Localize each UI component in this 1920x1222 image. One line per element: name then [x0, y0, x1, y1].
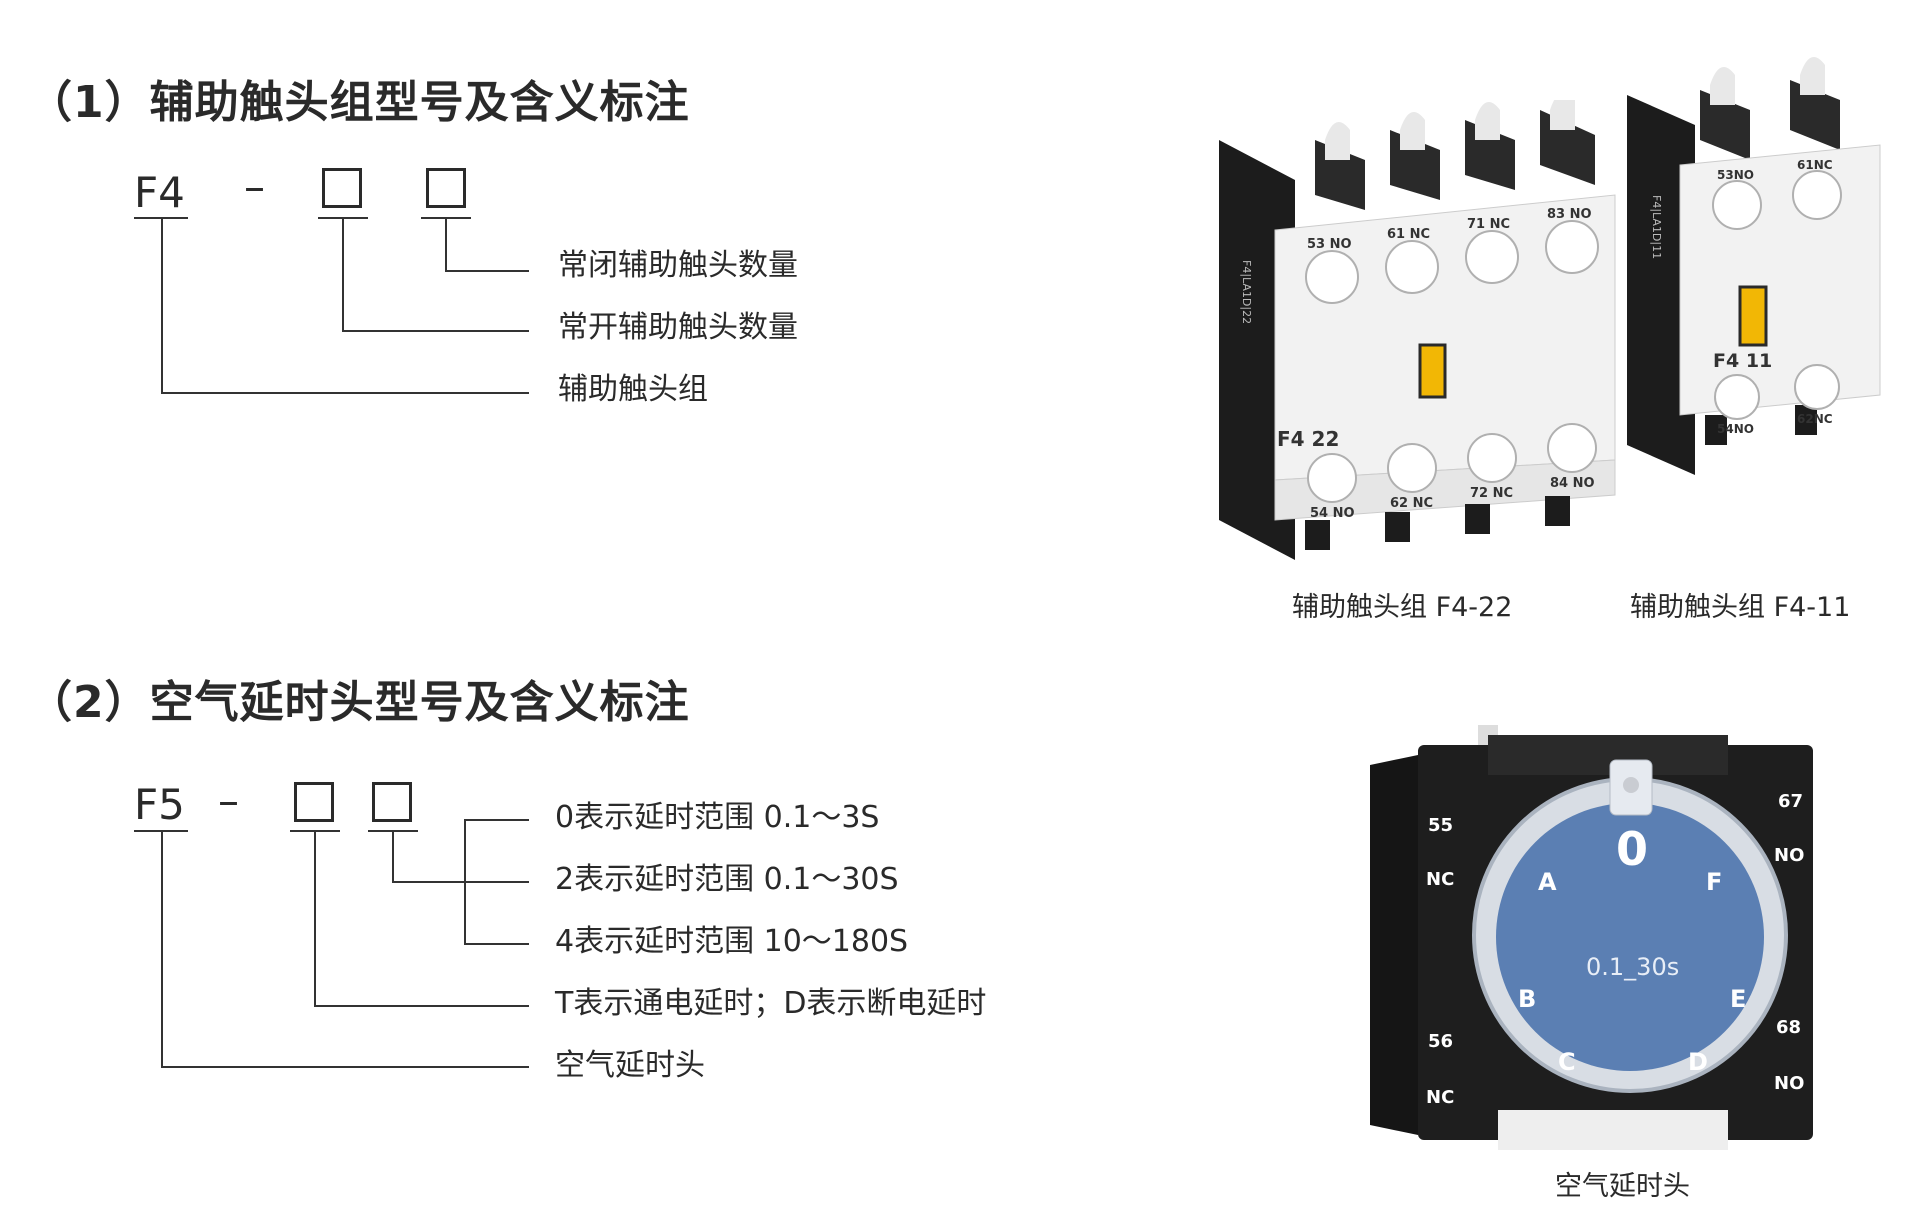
dial-mark: C: [1558, 1048, 1576, 1076]
connector-line: [161, 217, 163, 394]
f4-11-bottom-terminal: 54NO: [1717, 422, 1754, 436]
dial-mark: A: [1538, 868, 1557, 896]
caption-f4-11: 辅助触头组 F4-11: [1630, 592, 1851, 623]
f4-dash: –: [244, 162, 265, 211]
air-timer-product-image: 0 A F B E C D 0.1_30s 55 NC 67 NO 56 NC …: [1370, 725, 1813, 1150]
dial-mark: E: [1730, 985, 1746, 1013]
f5-desc-range-4: 4表示延时范围 10～180S: [555, 924, 909, 959]
f4-22-top-terminal: 53 NO: [1307, 237, 1352, 252]
f5-desc-range-0: 0表示延时范围 0.1～3S: [555, 800, 880, 835]
f4-22-bottom-terminal: 62 NC: [1390, 496, 1433, 511]
f4-11-bottom-terminal: 62NC: [1797, 412, 1833, 426]
connector-line: [314, 830, 316, 1007]
f4-box-1: [322, 168, 362, 208]
terminal-label: 56: [1428, 1031, 1453, 1052]
terminal-label: 68: [1776, 1017, 1801, 1038]
f4-11-model-label: F4 11: [1713, 350, 1772, 372]
bracket-line: [464, 819, 466, 945]
dial-mark: 0: [1616, 822, 1648, 876]
f4-22-top-terminal: 61 NC: [1387, 227, 1430, 242]
connector-line: [314, 1005, 529, 1007]
f4-11-top-terminal: 53NO: [1717, 168, 1754, 182]
f4-desc-group: 辅助触头组: [558, 372, 708, 407]
f4-11-side-label: F4|LA1D|11: [1650, 195, 1663, 259]
bracket-line: [464, 943, 529, 945]
f4-22-model-label: F4 22: [1277, 427, 1339, 451]
f4-22-bottom-terminal: 84 NO: [1550, 476, 1595, 491]
f5-desc-air-timer: 空气延时头: [555, 1048, 705, 1083]
connector-line: [445, 270, 529, 272]
f4-desc-no-count: 常开辅助触头数量: [558, 310, 798, 345]
f4-22-top-terminal: 71 NC: [1467, 217, 1510, 232]
f4-11-product-image: 53NO 61NC 54NO 62NC F4 11 F4|LA1D|11: [1627, 57, 1881, 475]
f4-22-bottom-terminal: 72 NC: [1470, 486, 1513, 501]
connector-line: [161, 392, 529, 394]
section1-heading: （1）辅助触头组型号及含义标注: [28, 77, 690, 128]
dial-mark: B: [1518, 985, 1536, 1013]
f4-22-product-image: 53 NO 61 NC 71 NC 83 NO 54 NO 62 NC 72 N…: [1219, 100, 1616, 560]
terminal-label: NC: [1426, 869, 1454, 890]
f4-22-bottom-terminal: 54 NO: [1310, 506, 1355, 521]
connector-line: [342, 330, 529, 332]
terminal-label: 67: [1778, 791, 1803, 812]
f5-box-2: [372, 782, 412, 822]
connector-line: [342, 217, 344, 332]
caption-f4-22: 辅助触头组 F4-22: [1292, 592, 1513, 623]
f4-22-side-label: F4|LA1D|22: [1240, 260, 1253, 324]
terminal-label: 55: [1428, 815, 1453, 836]
f4-22-top-terminal: 83 NO: [1547, 207, 1592, 222]
caption-air-timer: 空气延时头: [1555, 1171, 1690, 1202]
f4-box-2: [426, 168, 466, 208]
dial-mark: F: [1706, 868, 1722, 896]
connector-line: [392, 881, 529, 883]
connector-line: [392, 830, 394, 883]
dial-mark: D: [1688, 1048, 1708, 1076]
f5-model-prefix: F5: [134, 780, 185, 829]
f4-model-prefix: F4: [134, 168, 185, 217]
dial-range-label: 0.1_30s: [1586, 953, 1679, 981]
bracket-line: [464, 819, 529, 821]
connector-line: [445, 217, 447, 272]
f4-11-top-terminal: 61NC: [1797, 158, 1833, 172]
connector-line: [161, 830, 163, 1068]
f5-dash: –: [218, 776, 239, 825]
f5-desc-range-2: 2表示延时范围 0.1～30S: [555, 862, 899, 897]
terminal-label: NC: [1426, 1087, 1454, 1108]
connector-line: [161, 1066, 529, 1068]
terminal-label: NO: [1774, 1073, 1804, 1094]
f5-box-1: [294, 782, 334, 822]
f5-desc-delay-type: T表示通电延时；D表示断电延时: [555, 986, 987, 1021]
terminal-label: NO: [1774, 845, 1804, 866]
section2-heading: （2）空气延时头型号及含义标注: [28, 677, 690, 728]
f4-desc-nc-count: 常闭辅助触头数量: [558, 248, 798, 283]
